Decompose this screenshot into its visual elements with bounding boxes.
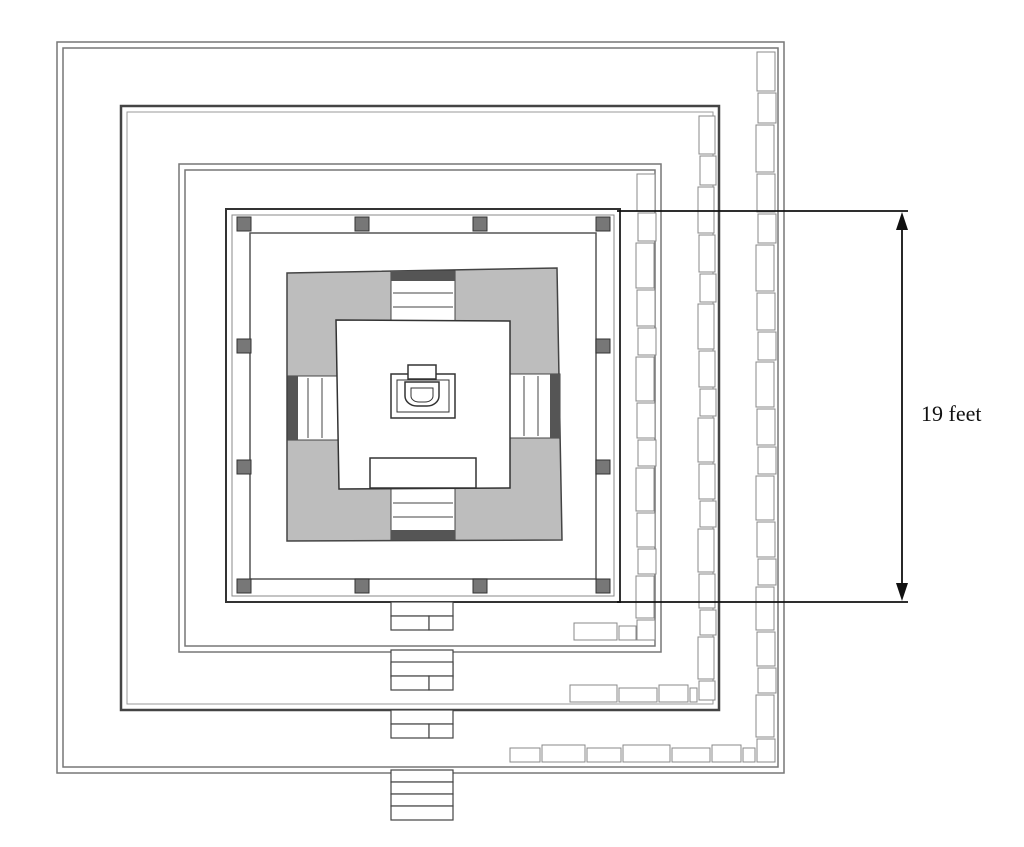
stone-block: [586, 747, 622, 763]
stone-block: [757, 558, 777, 586]
stone-block: [698, 350, 716, 388]
stone-block: [635, 242, 655, 289]
stone-block: [756, 408, 776, 446]
stone-block: [635, 467, 655, 512]
dimension-label: 19 feet: [921, 401, 981, 426]
stone-block: [698, 573, 716, 609]
stone-block: [573, 622, 618, 641]
stone-block: [636, 173, 656, 212]
stone-block: [756, 292, 776, 331]
stone-block: [742, 747, 756, 763]
pier: [236, 216, 252, 232]
dimension-marker: [617, 210, 908, 603]
stone-block: [697, 636, 715, 680]
stone-block: [509, 747, 541, 763]
stone-block: [637, 212, 657, 242]
stone-block: [756, 521, 776, 558]
stone-block: [757, 331, 777, 361]
stone-block: [636, 402, 656, 439]
stone-block: [671, 747, 711, 763]
stone-block: [711, 744, 742, 763]
stone-block: [756, 173, 776, 213]
stair-step: [390, 793, 454, 807]
stone-block: [618, 687, 658, 703]
doorway-south: [390, 487, 456, 541]
stone-block: [637, 548, 657, 575]
altar: [390, 364, 456, 419]
stone-block: [699, 500, 717, 528]
stone-block: [757, 667, 777, 694]
stone-block: [636, 619, 656, 641]
stone-block: [699, 609, 717, 636]
stair-step: [390, 615, 430, 631]
stair-step: [390, 769, 454, 783]
pier: [472, 216, 488, 232]
stone-block: [757, 92, 777, 124]
stone-block: [697, 417, 715, 463]
stone-block: [699, 388, 717, 417]
stone-block: [698, 680, 716, 701]
stone-block: [698, 463, 716, 500]
pier: [595, 338, 611, 354]
stone-block: [658, 684, 689, 703]
doorway-north: [390, 270, 456, 324]
south-staircase: [390, 601, 454, 821]
stair-step: [428, 675, 454, 691]
stone-block: [697, 528, 715, 573]
stone-block: [756, 631, 776, 667]
stone-block: [618, 625, 637, 641]
stone-block: [622, 744, 671, 763]
stone-block: [697, 303, 715, 350]
stone-block: [757, 213, 777, 244]
stair-step: [390, 601, 454, 617]
stone-block: [699, 155, 717, 186]
pier: [472, 578, 488, 594]
stone-block: [755, 124, 775, 173]
stone-block: [755, 475, 775, 521]
stair-step: [428, 615, 454, 631]
stone-block: [635, 356, 655, 402]
stair-step: [390, 781, 454, 795]
doorway-east: [507, 373, 561, 439]
pier-markers: [236, 216, 611, 594]
stone-block: [756, 51, 776, 92]
stone-block: [757, 446, 777, 475]
stone-block: [541, 744, 586, 763]
pier: [354, 578, 370, 594]
stair-step: [390, 723, 430, 739]
stone-block: [635, 575, 655, 619]
stone-block: [689, 687, 698, 703]
stone-block: [756, 738, 776, 763]
stone-block: [755, 694, 775, 738]
stone-block: [755, 244, 775, 292]
stone-block: [569, 684, 618, 703]
pier: [595, 459, 611, 475]
stair-step: [390, 661, 454, 677]
pier: [595, 216, 611, 232]
stone-blocks: [509, 51, 777, 763]
doorway-west: [287, 375, 341, 441]
stair-step: [428, 723, 454, 739]
stair-step: [390, 805, 454, 821]
stone-block: [636, 289, 656, 327]
pier: [354, 216, 370, 232]
stone-block: [755, 361, 775, 408]
stone-block: [698, 115, 716, 155]
stone-block: [755, 586, 775, 631]
stair-step: [390, 675, 430, 691]
pier: [236, 459, 252, 475]
stone-block: [637, 327, 657, 356]
stone-block: [697, 186, 715, 234]
stair-step: [390, 709, 454, 725]
pier: [236, 338, 252, 354]
pier: [236, 578, 252, 594]
stone-block: [698, 234, 716, 273]
stone-block: [636, 512, 656, 548]
stone-block: [699, 273, 717, 303]
stone-block: [637, 439, 657, 467]
pier: [595, 578, 611, 594]
